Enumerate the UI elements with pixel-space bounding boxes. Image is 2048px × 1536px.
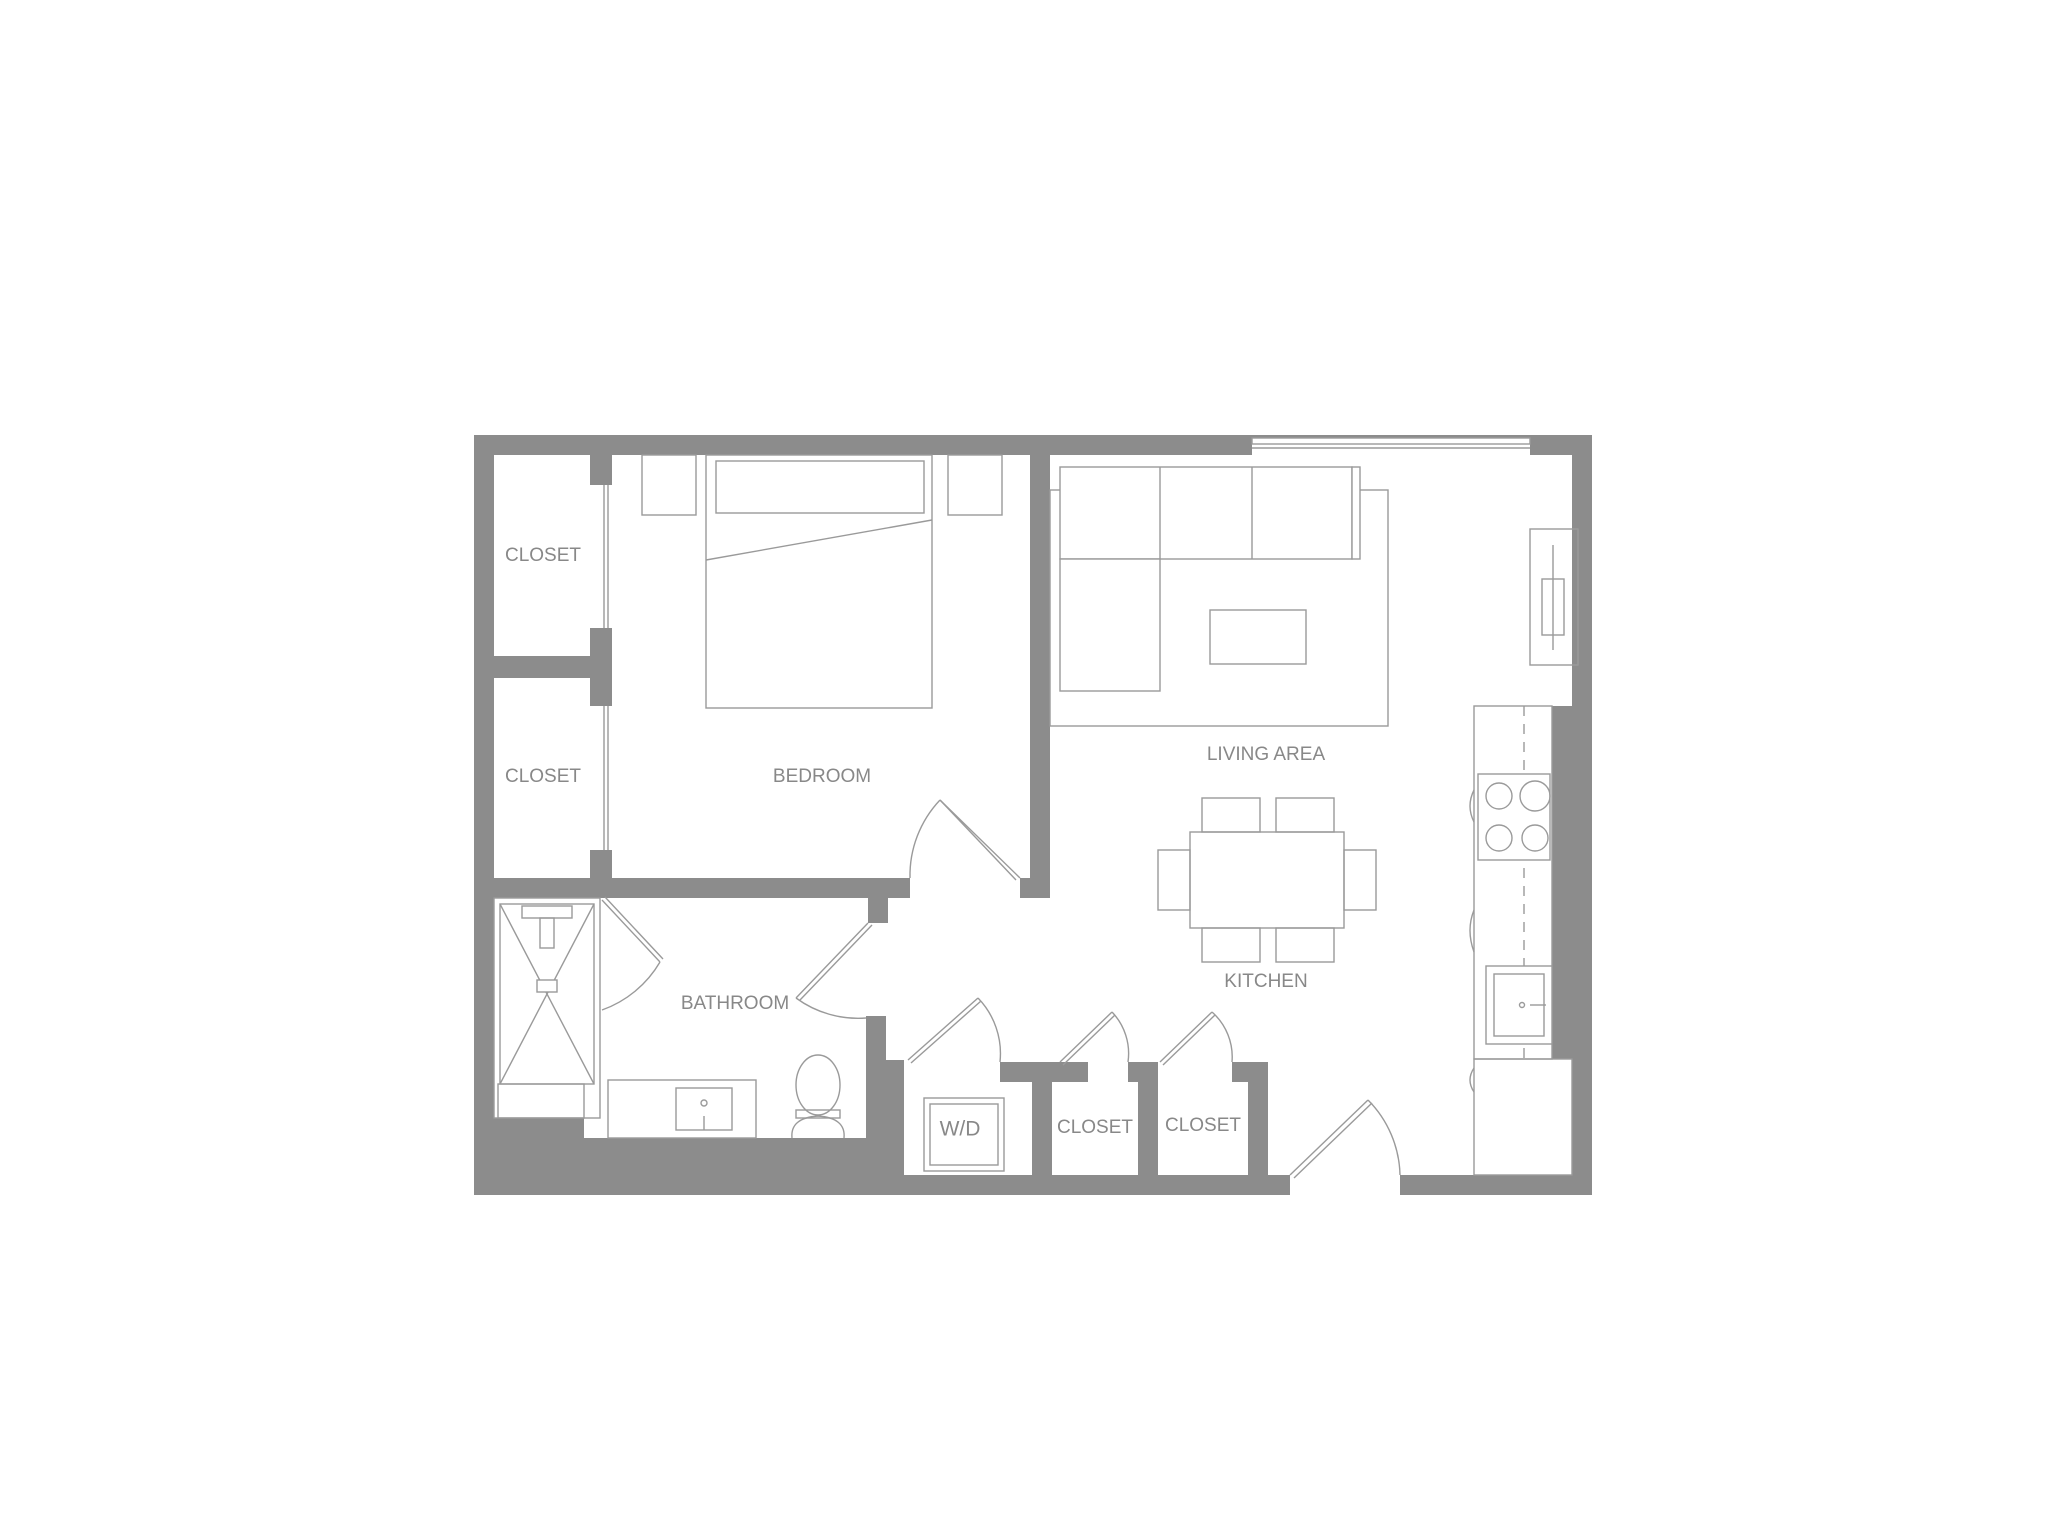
living-area-label: LIVING AREA [1207,744,1326,765]
bathroom-fixtures [493,897,845,1139]
windows [1251,437,1531,449]
kitchen-label: KITCHEN [1224,971,1307,992]
bathroom-label: BATHROOM [681,993,789,1014]
closet-label-lower-left: CLOSET [505,766,581,787]
closet-label-hall-2: CLOSET [1165,1115,1241,1136]
dining-table [1157,797,1377,963]
walls [474,435,1592,1195]
closet-label-hall-1: CLOSET [1057,1117,1133,1138]
living-furniture [1049,466,1579,727]
bedroom-furniture [641,454,1003,709]
washer-dryer-label: W/D [940,1118,981,1141]
bedroom-label: BEDROOM [773,766,871,787]
closet-label-upper-left: CLOSET [505,545,581,566]
kitchen-fixtures [1469,705,1573,1176]
laundry-unit [923,1097,1005,1172]
doors [601,485,1401,1179]
